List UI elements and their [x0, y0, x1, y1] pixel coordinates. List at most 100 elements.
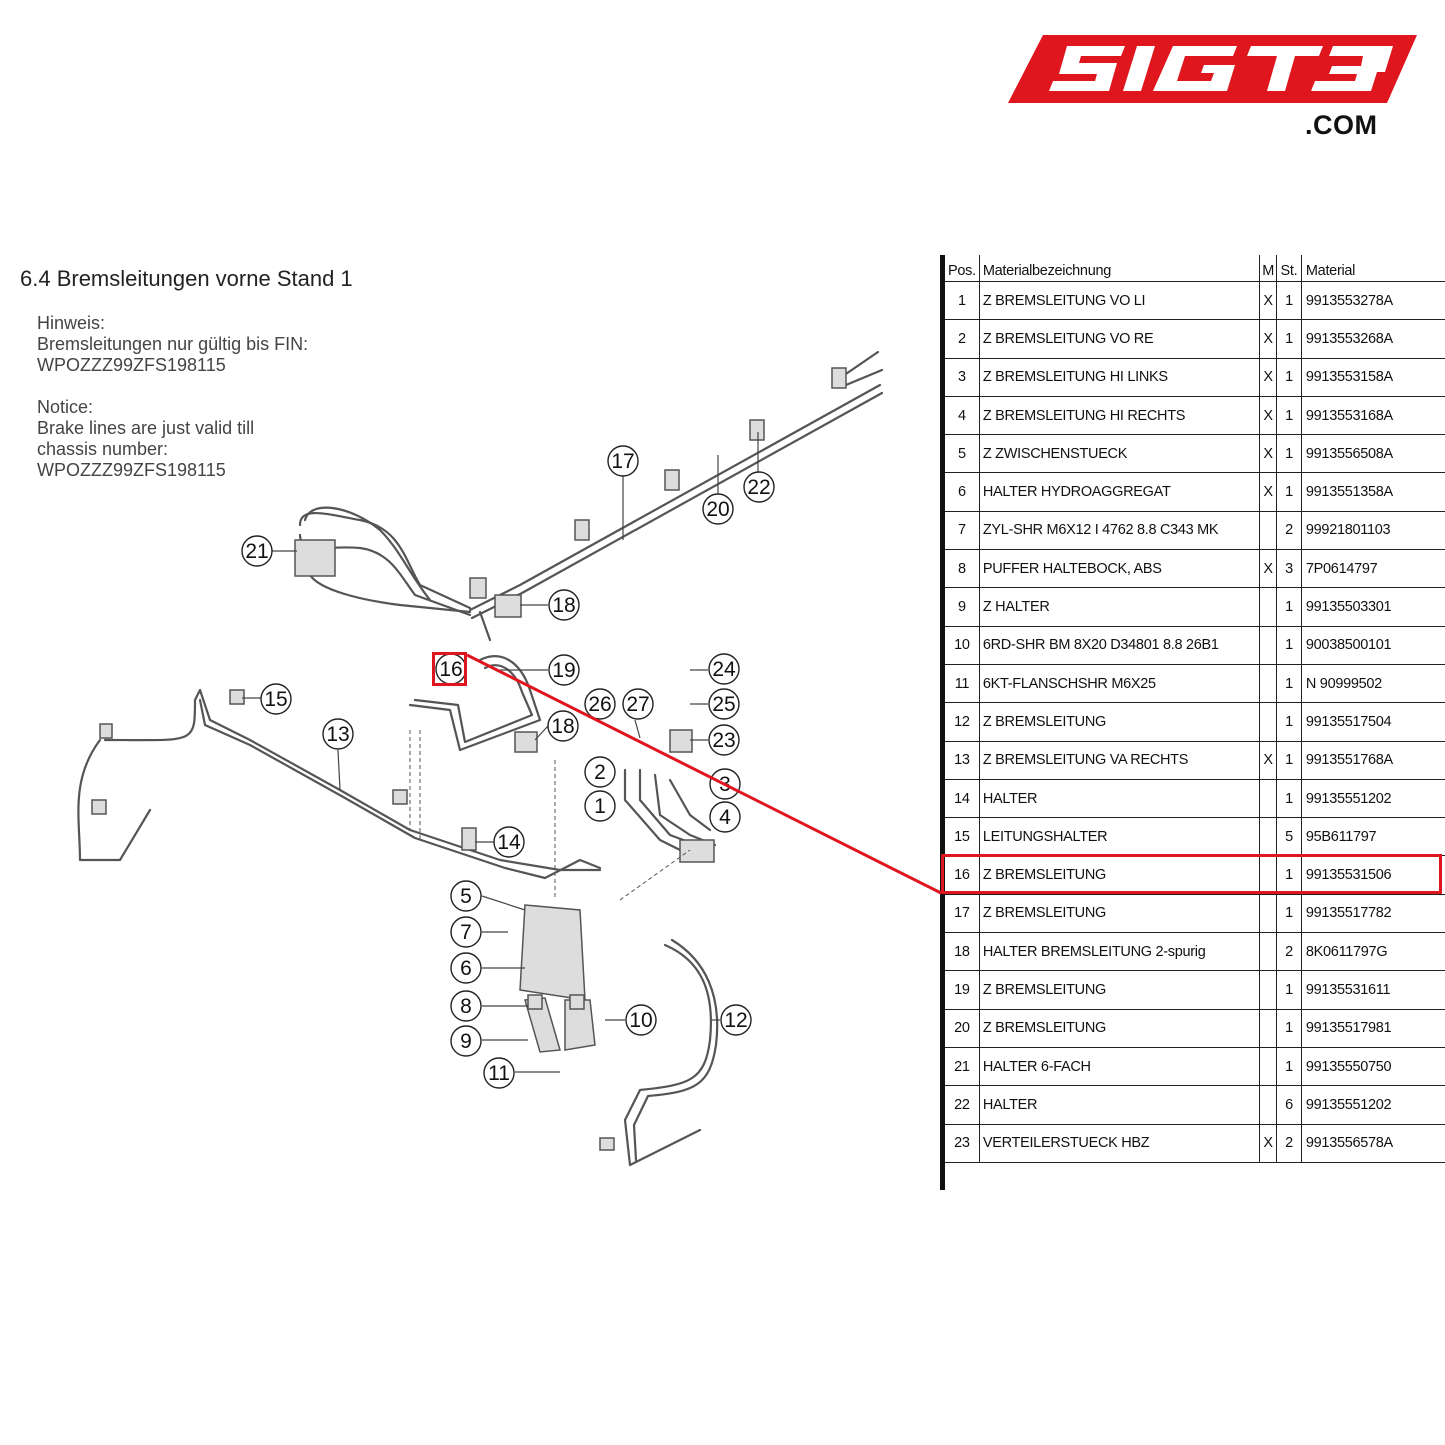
cell-st: 1	[1276, 472, 1302, 512]
cell-pos: 18	[940, 932, 980, 972]
cell-name: 6KT-FLANSCHSHR M6X25	[978, 664, 1260, 704]
cell-pos: 14	[940, 779, 980, 819]
cell-name: 6RD-SHR BM 8X20 D34801 8.8 26B1	[978, 626, 1260, 665]
cell-st: 1	[1276, 855, 1302, 895]
brand-logo[interactable]: .COM	[1005, 30, 1420, 145]
cell-pos: 4	[940, 396, 980, 436]
cell-m: X	[1259, 281, 1277, 321]
callout-11	[483, 1057, 515, 1089]
cell-m: X	[1259, 472, 1277, 512]
callout-label-7: 7	[460, 921, 472, 944]
callout-label-14: 14	[497, 831, 521, 854]
cell-name: Z BREMSLEITUNG VO RE	[978, 319, 1260, 359]
cell-material: 9913556578A	[1300, 1124, 1445, 1163]
cell-material: 99135517504	[1300, 702, 1445, 742]
cell-st: 1	[1276, 664, 1302, 704]
cell-name: Z BREMSLEITUNG	[978, 702, 1260, 742]
exploded-diagram: 1 2 3 4 5 6 7 8 9 10 11 12 13 14 15 16 1…	[77, 350, 884, 1167]
cell-m: X	[1259, 549, 1277, 589]
cell-material: 9913553278A	[1300, 281, 1445, 321]
cell-name: HALTER	[978, 1085, 1260, 1125]
callout-label-25: 25	[712, 693, 735, 716]
logo-domain: .COM	[1305, 110, 1378, 140]
callout-15	[260, 683, 292, 715]
note-line: Hinweis:	[37, 313, 106, 333]
cell-m	[1259, 664, 1277, 704]
notes: Hinweis: Bremsleitungen nur gültig bis F…	[37, 313, 308, 502]
cell-st: 6	[1276, 1085, 1302, 1125]
parts-table: Pos. Materialbezeichnung M St. Material …	[940, 255, 1445, 1163]
cell-st: 1	[1276, 587, 1302, 627]
cell-m	[1259, 1047, 1277, 1087]
callout-9	[450, 1025, 482, 1057]
table-header-row: Pos. Materialbezeichnung M St. Material	[940, 255, 1445, 282]
callout-label-4: 4	[719, 806, 731, 829]
logo-mark	[1008, 35, 1417, 103]
cell-name: Z BREMSLEITUNG	[978, 1009, 1260, 1048]
cell-m	[1259, 855, 1277, 895]
cell-material: 99135550750	[1300, 1047, 1445, 1087]
header-pos: Pos.	[940, 255, 980, 282]
cell-st: 1	[1276, 779, 1302, 819]
callout-20	[702, 493, 734, 525]
callout-label-22: 22	[747, 476, 770, 499]
cell-name: Z BREMSLEITUNG VA RECHTS	[978, 741, 1260, 780]
cell-m	[1259, 702, 1277, 742]
cell-material: 7P0614797	[1300, 549, 1445, 589]
cell-name: HALTER	[978, 779, 1260, 819]
cell-m	[1259, 779, 1277, 819]
header-m: M	[1259, 255, 1277, 282]
callout-label-10: 10	[629, 1009, 652, 1032]
cell-name: Z BREMSLEITUNG	[978, 855, 1260, 895]
cell-m: X	[1259, 1124, 1277, 1163]
cell-material: 9913553268A	[1300, 319, 1445, 359]
cell-pos: 12	[940, 702, 980, 742]
cell-pos: 16	[940, 855, 980, 895]
callout-7	[450, 916, 482, 948]
callout-label-21: 21	[245, 540, 268, 563]
cell-m	[1259, 1085, 1277, 1125]
cell-pos: 3	[940, 358, 980, 397]
callout-label-16: 16	[439, 658, 462, 681]
callout-label-9: 9	[460, 1030, 472, 1053]
cell-pos: 2	[940, 319, 980, 359]
cell-material: N 90999502	[1300, 664, 1445, 704]
note-line: chassis number:	[37, 439, 169, 459]
cell-material: 99921801103	[1300, 511, 1445, 551]
note-german: Hinweis: Bremsleitungen nur gültig bis F…	[37, 313, 308, 376]
callout-label-17: 17	[611, 450, 634, 473]
cell-material: 99135517981	[1300, 1009, 1445, 1048]
cell-material: 99135517782	[1300, 894, 1445, 934]
cell-material: 9913553168A	[1300, 396, 1445, 436]
leader-lines	[409, 730, 691, 901]
callout-label-6: 6	[460, 957, 472, 980]
cell-material: 90038500101	[1300, 626, 1445, 665]
cell-name: Z HALTER	[978, 587, 1260, 627]
cell-material: 99135551202	[1300, 1085, 1445, 1125]
cell-st: 1	[1276, 396, 1302, 436]
